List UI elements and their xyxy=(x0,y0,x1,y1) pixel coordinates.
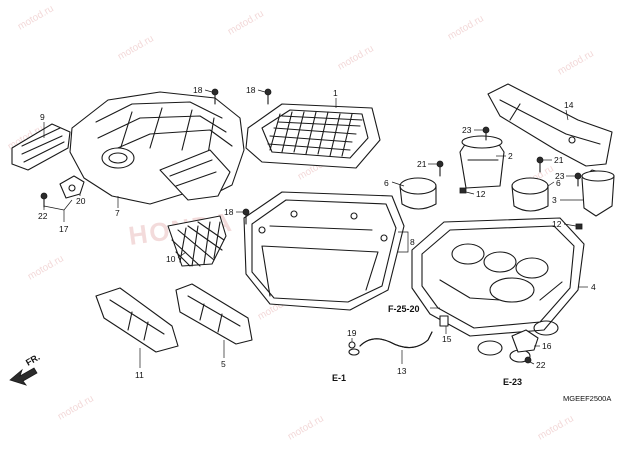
label-part-2: 2 xyxy=(508,151,513,161)
label-part-7: 7 xyxy=(115,208,120,218)
label-part-12-a: 12 xyxy=(476,189,486,199)
label-part-4: 4 xyxy=(591,282,596,292)
label-part-22-a: 22 xyxy=(38,211,48,221)
watermark: motod.ru xyxy=(446,13,486,42)
label-part-23-b: 23 xyxy=(555,171,565,181)
part-13-drain-hose xyxy=(348,331,433,356)
clip-12-b xyxy=(575,223,583,230)
bolt-23-b xyxy=(574,172,582,187)
front-arrow-icon xyxy=(9,367,38,386)
label-part-3: 3 xyxy=(552,195,557,205)
label-part-10: 10 xyxy=(166,254,176,264)
label-part-1: 1 xyxy=(333,88,338,98)
label-part-9: 9 xyxy=(40,112,45,122)
label-part-15: 15 xyxy=(442,334,452,344)
leader-lines xyxy=(43,89,588,368)
label-part-17: 17 xyxy=(59,224,69,234)
label-part-18-c: 18 xyxy=(224,207,234,217)
label-part-6b: 6 xyxy=(556,178,561,188)
bolt-18-b xyxy=(264,88,272,105)
clip-12-a xyxy=(459,187,467,194)
part-22-screw xyxy=(40,192,48,208)
label-part-13: 13 xyxy=(397,366,407,376)
part-14-bracket xyxy=(487,83,613,167)
part-11-lower-shield xyxy=(95,287,179,353)
watermark: motod.ru xyxy=(556,48,596,77)
label-part-23-a: 23 xyxy=(462,125,472,135)
watermark: motod.ru xyxy=(536,413,576,442)
label-part-14: 14 xyxy=(564,100,574,110)
part-6-clamp xyxy=(511,177,549,212)
label-part-12-b: 12 xyxy=(552,219,562,229)
label-part-16: 16 xyxy=(542,341,552,351)
part-6-clamp xyxy=(399,177,437,210)
label-part-22-b: 22 xyxy=(536,360,546,370)
watermark: motod.ru xyxy=(286,413,326,442)
ref-e-1: E-1 xyxy=(332,373,346,383)
bolt-21-a xyxy=(436,160,444,177)
part-4-lower-case xyxy=(411,217,585,363)
watermark: motod.ru xyxy=(16,3,56,32)
watermark: motod.ru xyxy=(336,43,376,72)
label-part-5: 5 xyxy=(221,359,226,369)
watermark: motod.ru xyxy=(116,33,156,62)
bolt-23-a xyxy=(482,126,490,141)
fr-label: FR. xyxy=(24,352,42,368)
watermark: motod.ru xyxy=(56,393,96,422)
part-19-clip xyxy=(348,341,356,349)
part-16-fitting xyxy=(511,329,539,353)
part-20-joint xyxy=(59,175,85,199)
part-5-side-shield xyxy=(175,283,253,345)
part-9-intake-tube xyxy=(11,123,71,171)
part-labels: 1 2 3 4 5 6 6 7 8 9 10 11 12 12 13 14 15… xyxy=(38,85,596,380)
part-3-funnel xyxy=(581,169,615,217)
label-part-6: 6 xyxy=(384,178,389,188)
label-part-18-a: 18 xyxy=(193,85,203,95)
bolt-21-b xyxy=(536,156,544,173)
part-10-mesh-screen xyxy=(167,215,227,267)
diagram-code: MGEEF2500A xyxy=(563,394,611,403)
screw-22-b xyxy=(524,356,532,364)
label-part-19: 19 xyxy=(347,328,357,338)
front-direction-indicator: FR. xyxy=(9,352,42,386)
ref-e-23: E-23 xyxy=(503,377,522,387)
watermark: motod.ru xyxy=(226,8,266,37)
watermark: motod.ru xyxy=(26,253,66,282)
bolt-18-c xyxy=(242,208,250,225)
reference-callouts: F-25-20 E-1 E-23 xyxy=(332,304,522,387)
label-part-20: 20 xyxy=(76,196,86,206)
label-part-11: 11 xyxy=(135,370,144,380)
label-part-18-b: 18 xyxy=(246,85,256,95)
part-7-cleaner-cover xyxy=(69,91,245,205)
part-2-funnel xyxy=(459,135,505,189)
part-8-filter-housing xyxy=(243,191,405,311)
ref-f-25-20: F-25-20 xyxy=(388,304,420,314)
label-part-21-b: 21 xyxy=(554,155,564,165)
label-part-8: 8 xyxy=(410,237,415,247)
label-part-21-a: 21 xyxy=(417,159,427,169)
part-1-filter-element xyxy=(245,103,381,169)
part-15-plug xyxy=(439,315,449,327)
